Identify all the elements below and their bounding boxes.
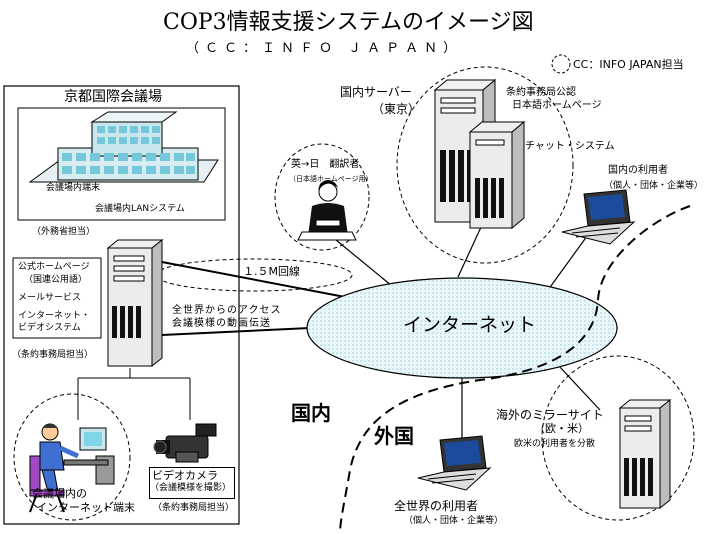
legend-circle — [551, 54, 571, 74]
treaty-page-label-1: 条約事務局公認 — [506, 87, 576, 98]
service-internet: インターネット・ — [18, 311, 91, 321]
domestic-server-location: （東京） — [372, 102, 421, 116]
link-translator — [329, 234, 393, 287]
chat-server-icon — [468, 120, 526, 230]
venue-terminal-label: 会議場内端末 — [46, 183, 101, 193]
translator-circle — [274, 143, 370, 251]
page-subtitle: （ＣＣ：ＩＮＦＯ ＪＡＰＡＮ） — [186, 41, 463, 56]
camera-label-box — [149, 467, 235, 499]
venue-internet-terminal-line1: 会議場内の — [32, 487, 87, 500]
internet-label: インターネット — [403, 314, 537, 336]
access-label-2: 会議模様の動画伝送 — [172, 318, 271, 329]
domestic-laptop-icon — [561, 189, 636, 245]
services-box — [12, 257, 102, 339]
service-mail: メールサービス — [18, 293, 82, 303]
service-video: ビデオシステム — [18, 323, 81, 333]
link-domestic-server — [457, 224, 483, 278]
line-capacity-label: １.５M回線 — [243, 265, 300, 278]
venue-name: 京都国際会議場 — [64, 89, 162, 105]
secretariat-label-1: （条約事務局担当） — [12, 350, 94, 360]
secretariat-label-2: （条約事務局担当） — [153, 503, 235, 513]
link-server-internet-2 — [161, 327, 311, 336]
world-users-sublabel: （個人・団体・企業等） — [404, 516, 504, 526]
line-ellipse — [155, 258, 353, 292]
camera-sublabel: （会議模様を撮影） — [150, 483, 232, 493]
video-camera-icon — [153, 423, 217, 463]
internet-cloud — [306, 277, 618, 379]
venue-lan-label: 会議場内LANシステム — [95, 204, 185, 214]
domestic-label: 国内 — [291, 401, 331, 425]
venue-internet-terminal-line2: インターネット端末 — [36, 501, 135, 514]
mirror-label: 海外のミラーサイト — [496, 408, 604, 422]
translator-label: 英→日 翻訳者 — [291, 159, 360, 170]
domestic-users-sublabel: （個人・団体・企業等） — [604, 181, 704, 191]
mirror-circle — [541, 355, 695, 521]
world-users-label: 全世界の利用者 — [394, 499, 479, 513]
domestic-server-label: 国内サーバー — [340, 85, 412, 99]
mirror-region: （欧・米） — [534, 422, 589, 435]
service-un-languages: （国連公用語） — [24, 275, 88, 285]
link-domestic-users — [547, 231, 591, 291]
page-title: COP3情報支援システムのイメージ図 — [163, 10, 534, 35]
mirror-note: 欧米の利用者を分散 — [514, 439, 596, 449]
camera-label: ビデオカメラ — [152, 469, 218, 482]
world-laptop-icon — [417, 435, 492, 491]
building-icon — [28, 111, 219, 183]
translator-icon — [297, 180, 357, 241]
translator-sublabel: （日本語ホームページ用） — [289, 175, 373, 183]
legend-label: CC：INFO JAPAN担当 — [573, 58, 684, 71]
border-line — [339, 205, 691, 534]
venue-terminal-circle — [13, 393, 131, 521]
building-box — [17, 107, 226, 221]
chat-label: チャット・システム — [525, 141, 615, 152]
service-homepage: 公式ホームページ — [18, 262, 90, 272]
foreign-label: 外国 — [374, 424, 414, 448]
domestic-users-label: 国内の利用者 — [608, 165, 668, 176]
treaty-page-label-2: 日本語ホームページ — [512, 100, 602, 111]
user-at-computer-icon — [29, 423, 115, 513]
venue-server-icon — [106, 238, 164, 368]
access-label-1: 全世界からのアクセス — [172, 305, 282, 316]
venue-boundary — [3, 85, 240, 525]
domestic-server-circle — [396, 66, 574, 264]
link-server-internet-1 — [161, 261, 346, 298]
link-mirror — [557, 364, 601, 411]
mofa-label: （外務省担当） — [32, 227, 96, 237]
mirror-server-icon — [618, 398, 672, 510]
